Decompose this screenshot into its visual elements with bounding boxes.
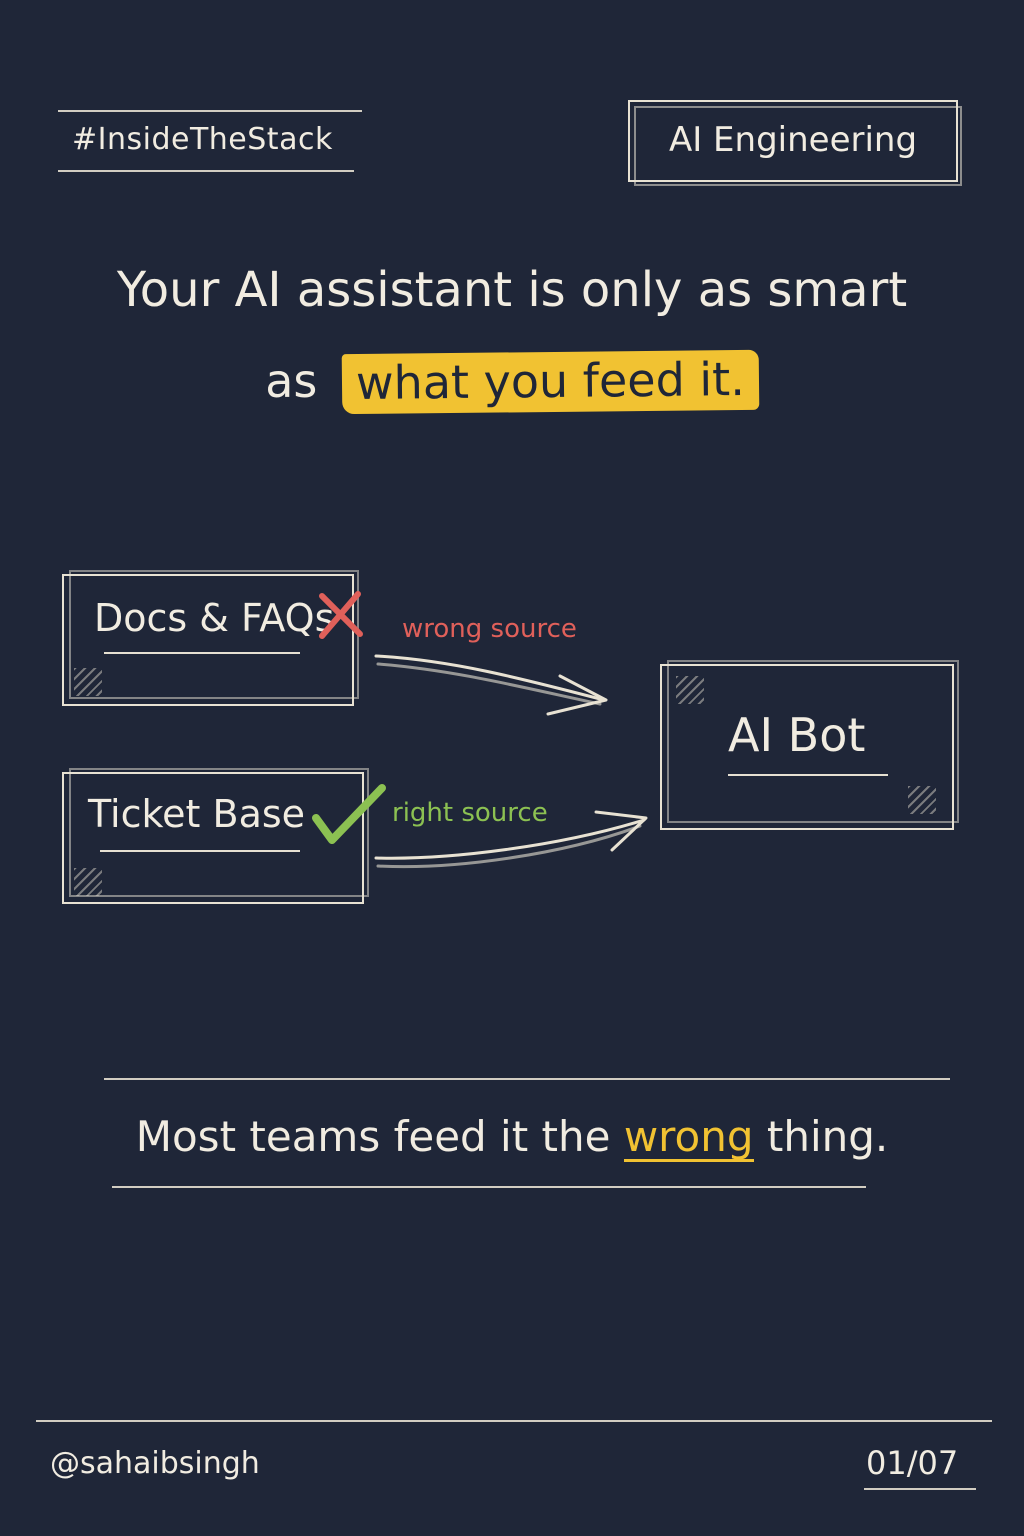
statement-emphasis: wrong <box>623 1112 754 1163</box>
headline-line-2: as what you feed it. <box>0 349 1024 415</box>
wrong-arrow-shaft <box>374 654 606 702</box>
footer-rule <box>36 1420 992 1422</box>
right-arrow-shaft <box>374 818 646 860</box>
header-rule-bottom <box>58 170 354 172</box>
wrong-source-note: wrong source <box>402 614 577 644</box>
author-handle: @sahaibsingh <box>50 1446 260 1481</box>
right-source-note: right source <box>392 798 548 828</box>
statement-after: thing. <box>753 1112 889 1161</box>
category-badge: AI Engineering <box>628 100 962 186</box>
right-arrow-head <box>594 810 648 852</box>
statement-rule-top <box>104 1078 950 1080</box>
source-box-docs: Docs & FAQs <box>62 570 359 706</box>
statement-before: Most teams feed it the <box>135 1112 624 1161</box>
source-box-tickets: Ticket Base <box>62 768 369 904</box>
statement-rule-bottom <box>112 1186 866 1188</box>
wrong-arrow-shaft-2 <box>376 662 602 706</box>
cross-icon <box>319 591 363 639</box>
headline-prefix: as <box>265 354 318 408</box>
wrong-arrow-head <box>546 674 608 716</box>
header-rule-top <box>58 110 362 112</box>
right-arrow-shaft-2 <box>376 824 642 869</box>
page-number-underline <box>864 1488 976 1490</box>
headline-line-1: Your AI assistant is only as smart <box>116 262 908 318</box>
hashtag-tag: #InsideTheStack <box>72 122 333 157</box>
check-icon <box>312 784 386 844</box>
page-number: 01/07 <box>866 1444 959 1482</box>
bottom-statement: Most teams feed it the wrong thing. <box>0 1112 1024 1163</box>
target-box-ai-bot: AI Bot <box>660 660 959 830</box>
